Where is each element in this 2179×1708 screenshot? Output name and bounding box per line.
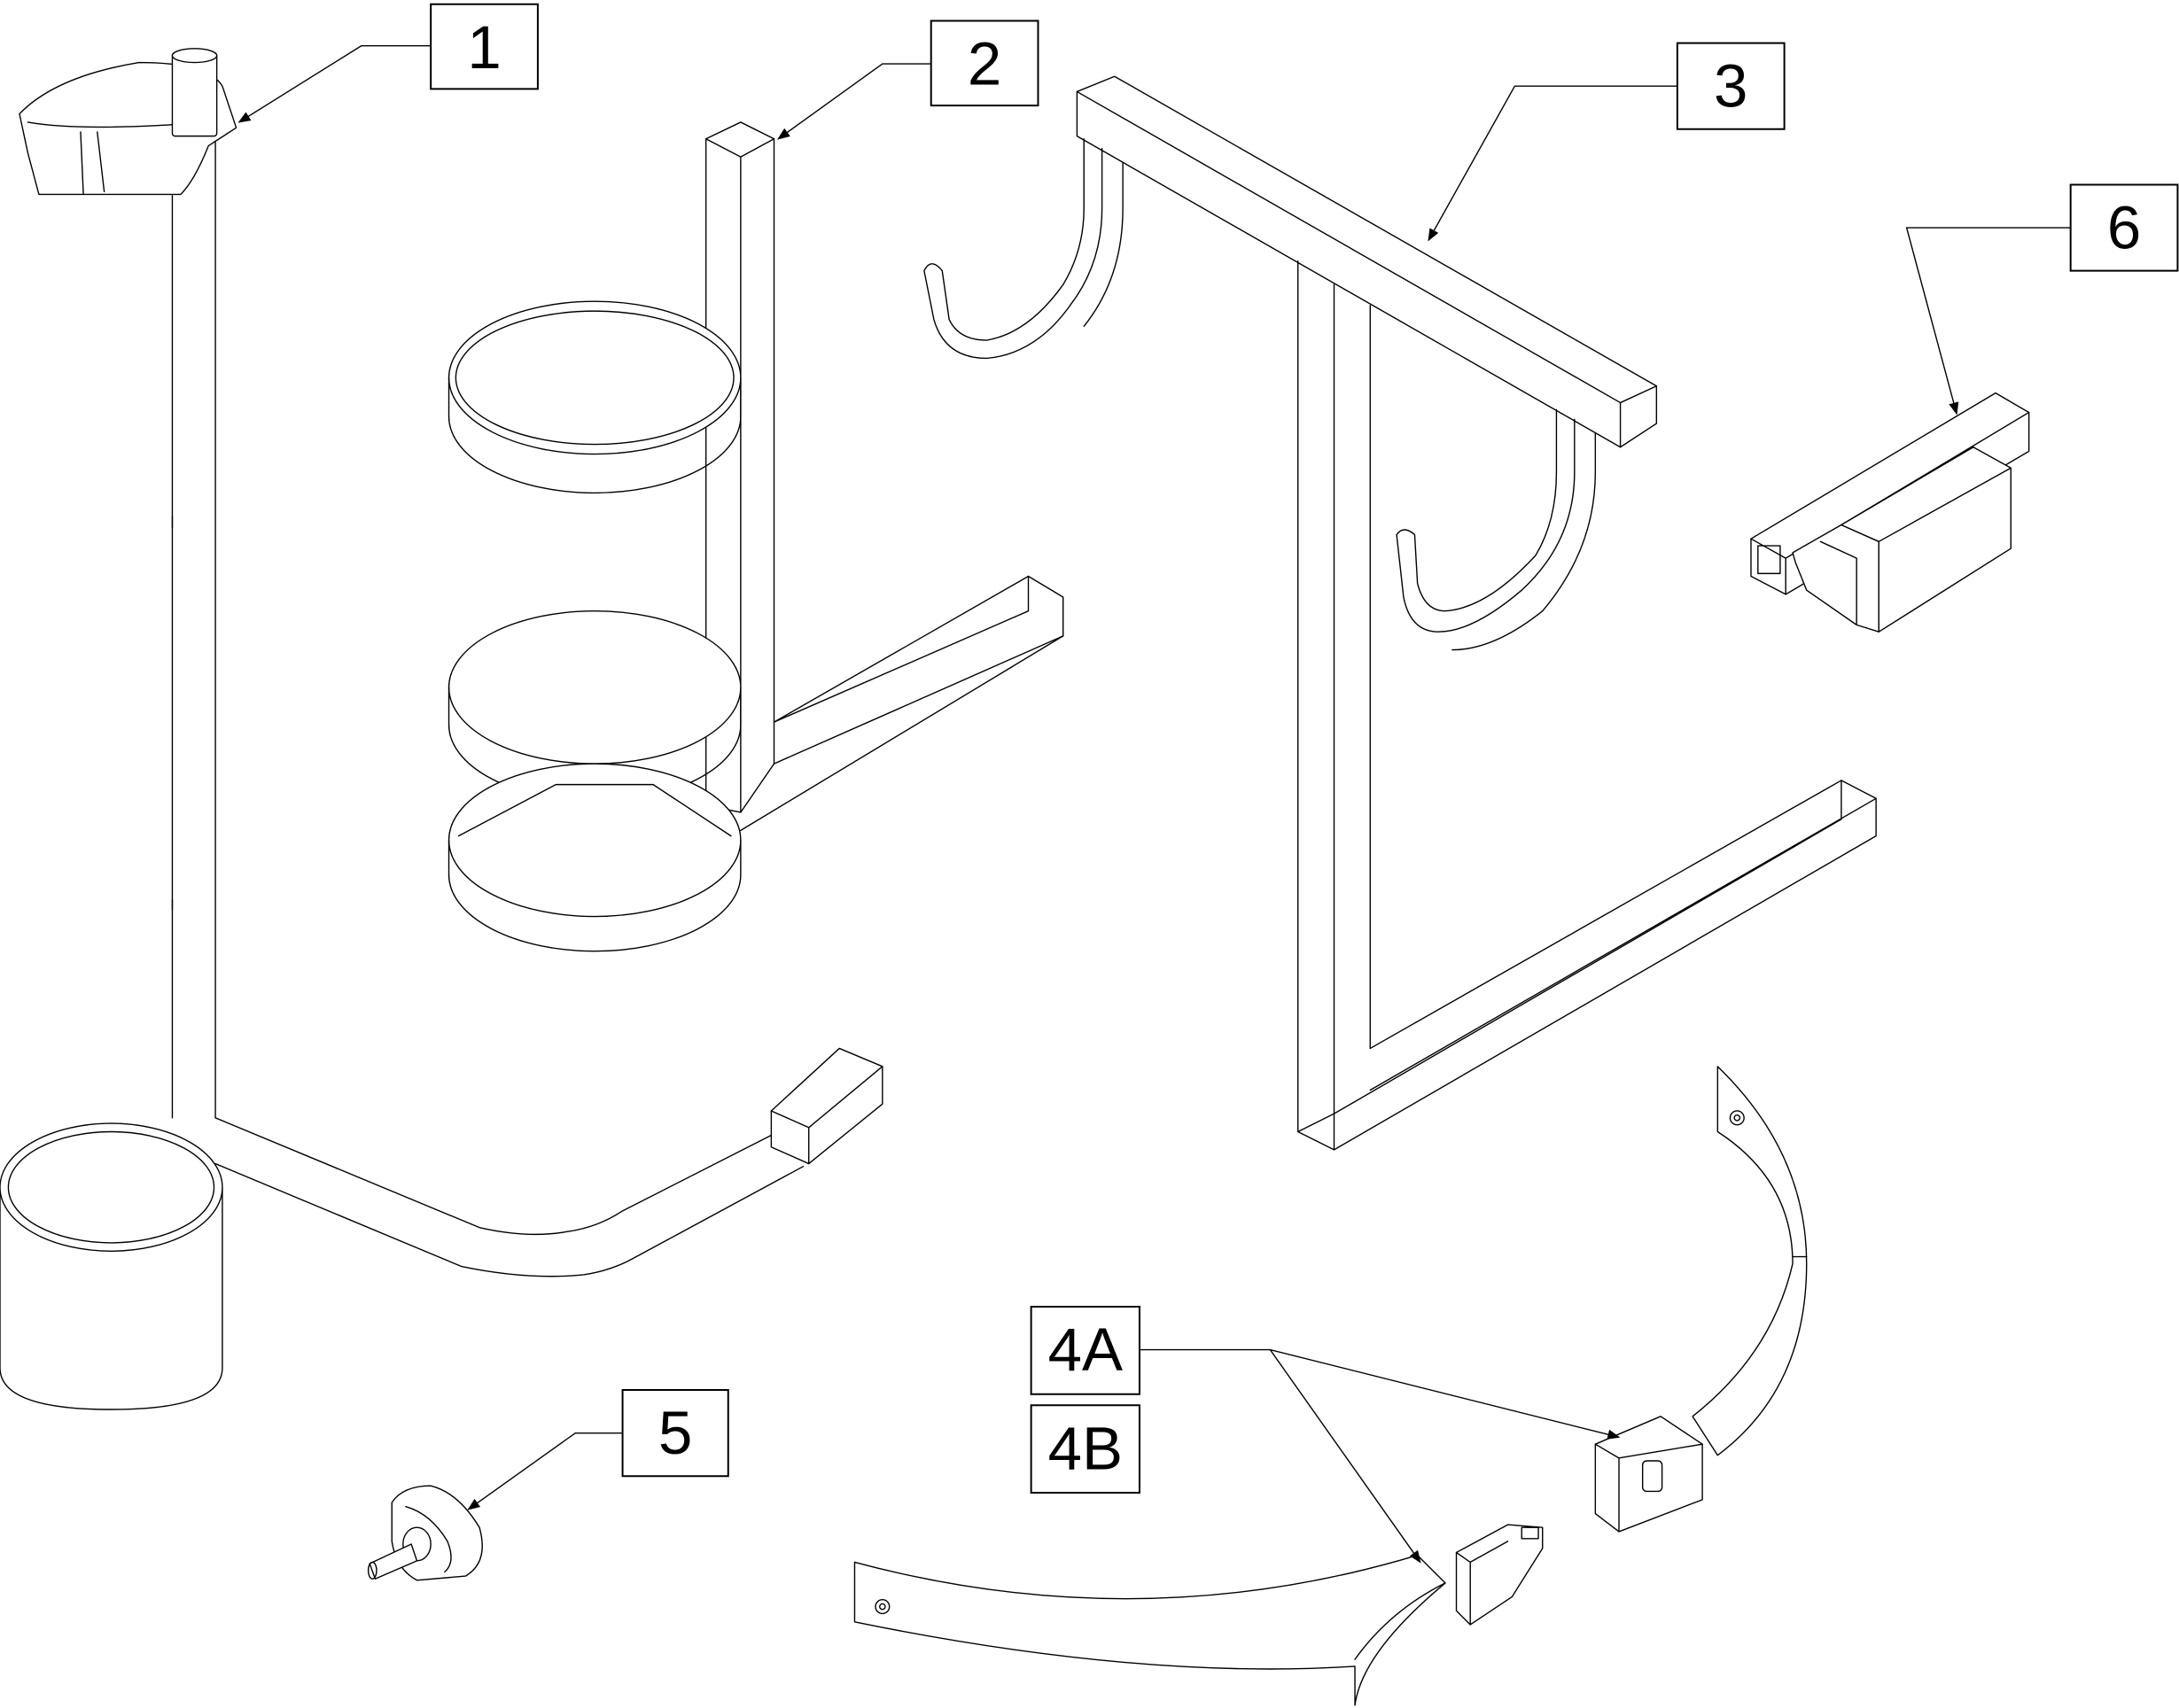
callout-5-label: 5	[658, 1399, 692, 1467]
callout-4a: 4A	[1031, 1307, 1140, 1394]
callout-4a-label: 4A	[1048, 1316, 1123, 1384]
callout-1: 1	[431, 4, 538, 89]
part-5-knob	[369, 1486, 483, 1580]
callout-3-label: 3	[1714, 52, 1747, 120]
part-2-cylinder-holder	[449, 122, 1063, 951]
callout-2-label: 2	[968, 30, 1001, 98]
part-4-belt	[854, 1067, 1806, 1705]
callout-1-label: 1	[467, 13, 501, 82]
callout-5: 5	[623, 1390, 728, 1476]
callout-3: 3	[1677, 43, 1785, 129]
callout-4b: 4B	[1031, 1405, 1140, 1493]
callout-4b-label: 4B	[1048, 1414, 1123, 1482]
part-6-adapter	[1751, 393, 2029, 633]
callout-6: 6	[2071, 184, 2178, 270]
callout-2: 2	[931, 21, 1039, 106]
callout-6-label: 6	[2107, 194, 2141, 262]
leader-lines	[237, 46, 2071, 1564]
part-1-pole-cup-holder	[0, 49, 883, 1409]
part-3-hook-bracket	[924, 76, 1876, 1150]
